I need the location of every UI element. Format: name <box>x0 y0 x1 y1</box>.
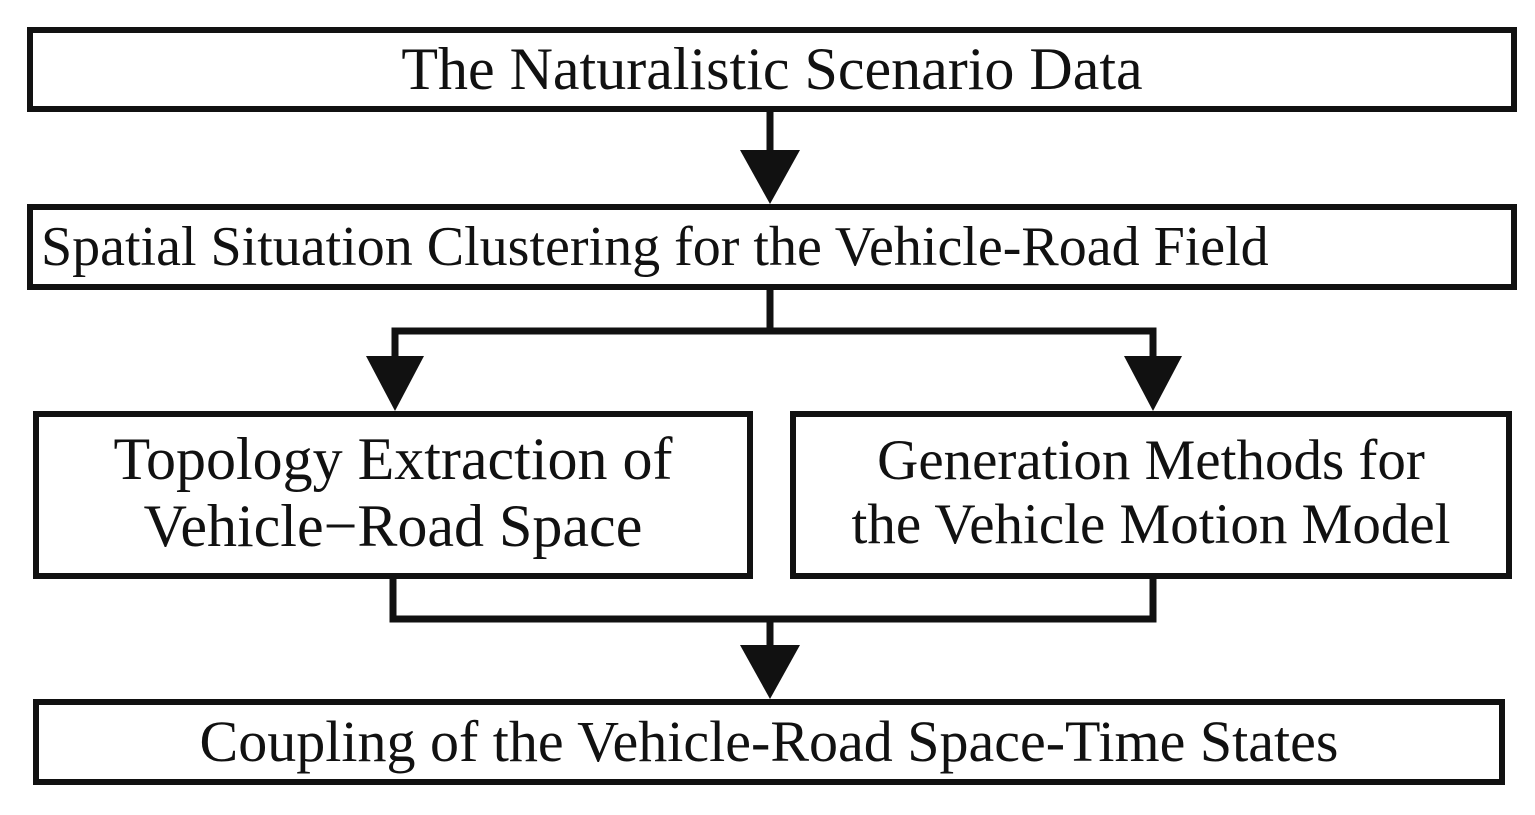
node-spatial-situation-clustering: Spatial Situation Clustering for the Veh… <box>27 204 1517 290</box>
node-label: The Naturalistic Scenario Data <box>401 35 1143 102</box>
node-label-line2: the Vehicle Motion Model <box>851 493 1451 556</box>
node-label: Spatial Situation Clustering for the Veh… <box>41 215 1269 278</box>
arrowhead-to-coupling <box>740 645 800 699</box>
node-label-line2: Vehicle−Road Space <box>143 493 643 559</box>
node-coupling-space-time-states: Coupling of the Vehicle-Road Space-Time … <box>33 699 1505 785</box>
node-generation-methods: Generation Methods for the Vehicle Motio… <box>790 411 1512 579</box>
node-label-line1: Topology Extraction of <box>113 425 673 492</box>
node-label-line1: Generation Methods for <box>877 429 1425 493</box>
arrowhead-to-cluster <box>740 150 800 204</box>
arrowhead-to-generation <box>1124 356 1182 411</box>
node-naturalistic-scenario-data: The Naturalistic Scenario Data <box>27 27 1517 112</box>
arrowhead-to-topology <box>366 356 424 411</box>
node-topology-extraction: Topology Extraction of Vehicle−Road Spac… <box>33 411 753 579</box>
node-label: Coupling of the Vehicle-Road Space-Time … <box>199 708 1339 774</box>
